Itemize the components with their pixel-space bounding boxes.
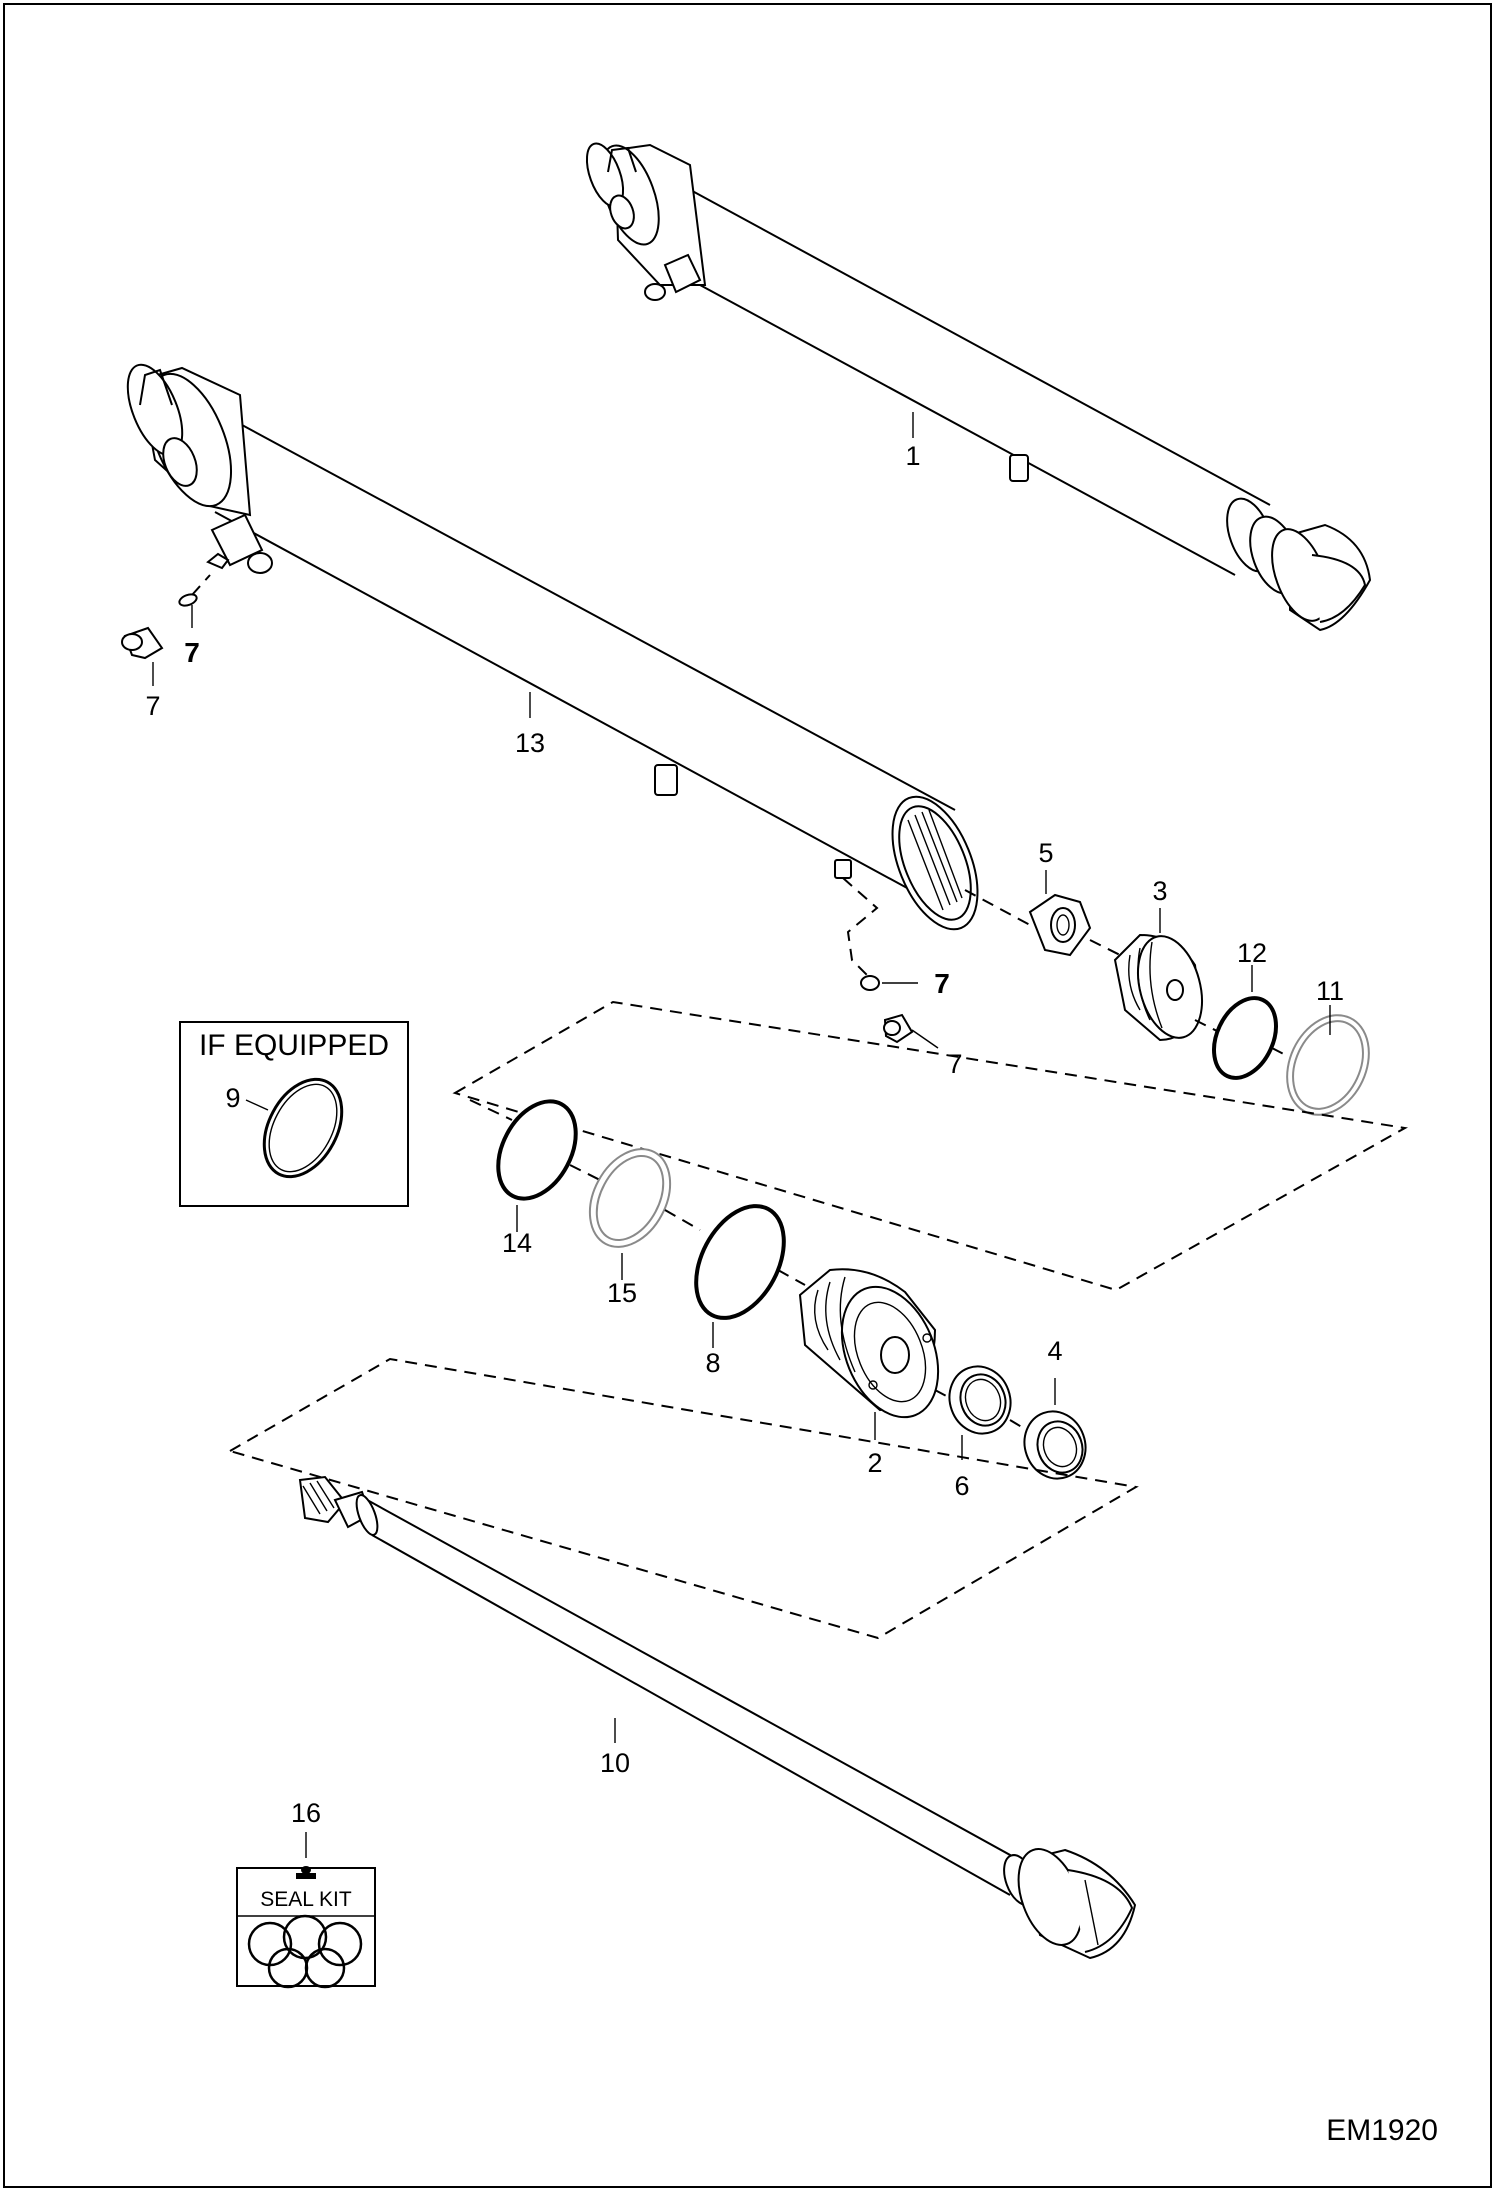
callout-10: 10 <box>600 1748 630 1778</box>
cylinder-barrel-13 <box>126 363 979 931</box>
drawing-number: EM1920 <box>1326 2114 1438 2147</box>
o-ring-7-lower <box>860 975 880 991</box>
callout-7-lower-ring: 7 <box>934 968 950 999</box>
seal-kit-16: 16 SEAL KIT <box>236 1798 376 1989</box>
rod-seal-6 <box>948 1365 1012 1435</box>
callout-13: 13 <box>515 728 545 758</box>
callout-6: 6 <box>954 1471 969 1501</box>
piston-rod-10 <box>298 1475 1137 1960</box>
callout-9: 9 <box>225 1083 240 1113</box>
callout-5: 5 <box>1038 838 1053 868</box>
rod-group-outline <box>227 1357 1139 1640</box>
callout-14: 14 <box>502 1228 532 1258</box>
callout-15: 15 <box>607 1278 637 1308</box>
wiper-4 <box>1023 1410 1087 1480</box>
callout-7-upper-plug: 7 <box>145 691 160 721</box>
cylinder-assembly-1 <box>585 142 1372 632</box>
callout-7-upper-ring: 7 <box>184 637 200 668</box>
nut-5 <box>1028 893 1092 957</box>
callout-2: 2 <box>867 1448 882 1478</box>
gland-2 <box>798 1268 940 1419</box>
o-ring-8 <box>694 1204 786 1320</box>
o-ring-7-upper <box>178 593 198 607</box>
if-equipped-title: IF EQUIPPED <box>199 1029 389 1062</box>
callout-11: 11 <box>1316 976 1344 1006</box>
gland-seal-group-outline <box>452 1000 1409 1292</box>
o-ring-12 <box>1212 996 1278 1080</box>
piston-3 <box>1113 933 1203 1042</box>
callout-4: 4 <box>1047 1336 1062 1366</box>
plug-7-upper <box>121 626 164 660</box>
o-ring-14 <box>496 1099 578 1201</box>
page-border <box>3 3 1492 2188</box>
callout-1: 1 <box>905 441 920 471</box>
callout-16: 16 <box>291 1798 321 1828</box>
callout-3: 3 <box>1152 876 1167 906</box>
callout-8: 8 <box>705 1348 720 1378</box>
callout-12: 12 <box>1237 938 1267 968</box>
callout-7-lower-plug: 7 <box>947 1049 962 1079</box>
plug-7-lower <box>883 1013 914 1044</box>
seal-kit-label: SEAL KIT <box>260 1888 352 1911</box>
if-equipped-box: IF EQUIPPED 9 <box>179 1021 409 1207</box>
back-up-ring-15 <box>588 1148 672 1248</box>
